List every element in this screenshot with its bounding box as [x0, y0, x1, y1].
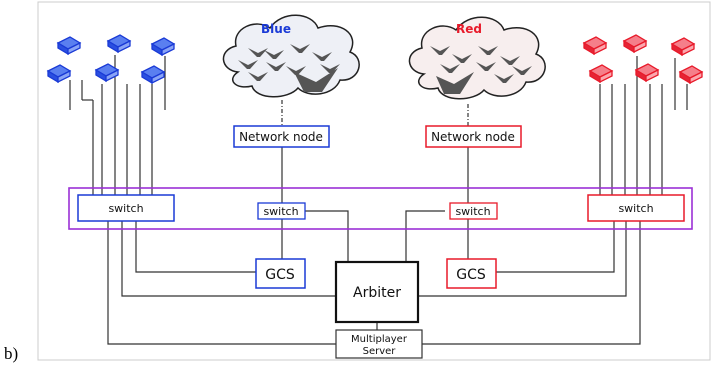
multiplayer-server-label-line2: Server — [363, 346, 397, 357]
blue-cloud-label: Blue — [261, 22, 291, 36]
gcs-red-label: GCS — [456, 267, 486, 283]
switch-bus-frame — [68, 187, 693, 230]
figure-frame — [37, 1, 711, 361]
red-cloud: Red — [408, 16, 546, 100]
switch-red-outer-label: switch — [618, 202, 653, 215]
gcs-blue — [255, 258, 306, 289]
switch-red-inner-label: switch — [455, 205, 490, 218]
blue-network-node-label: Network node — [239, 130, 323, 144]
arbiter-label: Arbiter — [353, 285, 401, 301]
switch-red-outer — [587, 194, 685, 222]
red-terminal-icon — [583, 34, 703, 84]
red-network-node — [425, 125, 522, 148]
switch-blue-inner — [257, 202, 306, 220]
gcs-red — [446, 258, 497, 289]
connection-lines — [69, 55, 688, 345]
arbiter — [334, 260, 420, 324]
red-network-node-label: Network node — [431, 130, 515, 144]
aircraft-icon — [294, 68, 338, 92]
blue-cloud: Blue — [222, 14, 360, 98]
figure-caption: b) — [4, 344, 19, 363]
red-cloud-label: Red — [456, 22, 482, 36]
aircraft-icon — [436, 72, 474, 94]
multiplayer-server — [335, 329, 423, 359]
switch-blue-inner-label: switch — [263, 205, 298, 218]
switch-blue-outer-label: switch — [108, 202, 143, 215]
blue-terminal-icon — [47, 34, 175, 84]
gcs-blue-label: GCS — [265, 267, 295, 283]
blue-network-node — [233, 125, 330, 148]
switch-red-inner — [449, 202, 498, 220]
multiplayer-server-label-line1: Multiplayer — [351, 334, 408, 345]
switch-blue-outer — [77, 194, 175, 222]
